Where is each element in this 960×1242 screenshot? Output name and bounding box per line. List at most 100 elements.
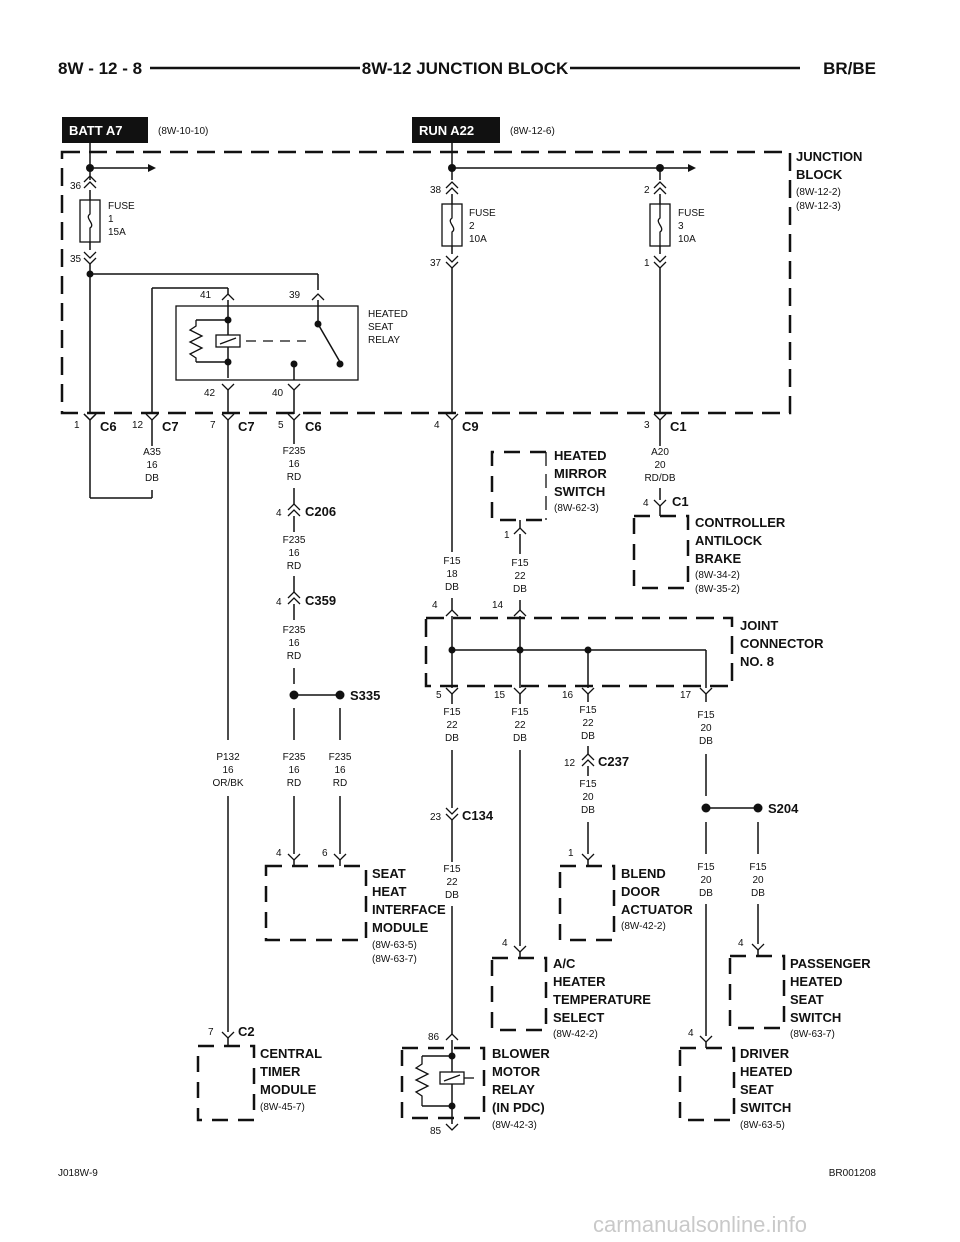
splice-s204-label: S204: [768, 801, 799, 816]
connector-female-icon: [513, 609, 527, 617]
connector-inline-icon: [287, 503, 301, 517]
comp-title: SWITCH: [790, 1010, 841, 1025]
source-batt-a7: BATT A7 (8W-10-10): [62, 117, 208, 143]
conn-pin: 1: [74, 420, 80, 431]
relay-pin-42: 42: [204, 388, 216, 399]
wire-p132: P132 16 OR/BK 7 C2: [208, 420, 255, 1046]
comp-title: SELECT: [553, 1010, 604, 1025]
splice-dot: [448, 1102, 456, 1110]
conn-pin: 7: [208, 1027, 214, 1038]
jb-output-connectors: 1 C6 12 C7 7 C7 5 C6 4 C9 3 C1: [74, 413, 687, 434]
junction-block-title-2: BLOCK: [796, 167, 843, 182]
run-a22-bus: [448, 143, 696, 180]
comp-title: PASSENGER: [790, 956, 871, 971]
wire-label: F235: [283, 535, 306, 546]
connector-inline-icon: [445, 807, 459, 821]
seat-heat-interface-module: SEAT HEAT INTERFACE MODULE (8W-63-5) (8W…: [264, 864, 446, 965]
footer-watermark: carmanualsonline.info: [593, 1212, 807, 1237]
comp-title: BLOWER: [492, 1046, 550, 1061]
comp-ref: (8W-34-2): [695, 570, 740, 581]
comp-title: CONTROLLER: [695, 515, 786, 530]
junction-block-ref-1: (8W-12-2): [796, 187, 841, 198]
comp-title: A/C: [553, 956, 576, 971]
fuse-element-icon: [87, 200, 93, 242]
conn-pin: 4: [434, 420, 440, 431]
comp-title: SEAT: [372, 866, 406, 881]
relay-pin-40: 40: [272, 388, 284, 399]
wire-label: 20: [752, 875, 764, 886]
component-outline: [558, 864, 616, 942]
component-outline: [678, 1046, 736, 1122]
connector-female-icon: [311, 293, 325, 301]
header-model: BR/BE: [823, 59, 876, 78]
connector-male-icon: [83, 413, 97, 421]
comp-title: DRIVER: [740, 1046, 790, 1061]
comp-title: CENTRAL: [260, 1046, 322, 1061]
arrow-right-icon: [148, 164, 156, 172]
wire-label: 16: [288, 765, 300, 776]
joint-pin: 17: [680, 690, 692, 701]
component-outline: [728, 954, 786, 1030]
wire-label: F15: [443, 707, 461, 718]
comp-pin: 4: [738, 938, 744, 949]
conn-name: C134: [462, 808, 494, 823]
conn-name: C7: [162, 419, 179, 434]
comp-title: MIRROR: [554, 466, 607, 481]
relay-pin-39: 39: [289, 290, 301, 301]
comp-ref: (8W-63-7): [372, 954, 417, 965]
wire-label: F15: [749, 862, 767, 873]
wire-label: A20: [651, 447, 669, 458]
connector-male-icon: [287, 383, 301, 391]
controller-antilock-brake: CONTROLLER ANTILOCK BRAKE (8W-34-2) (8W-…: [632, 514, 786, 595]
fuse-3-line-2: 3: [678, 221, 684, 232]
joint-pin: 15: [494, 690, 506, 701]
source-run-box: [412, 117, 500, 143]
conn-name: C6: [100, 419, 117, 434]
wire-label: RD/DB: [644, 473, 675, 484]
header-title: 8W-12 JUNCTION BLOCK: [362, 59, 569, 78]
comp-pin: 4: [502, 938, 508, 949]
relay-label-3: RELAY: [368, 335, 400, 346]
wire-label: DB: [699, 888, 713, 899]
wire-label: A35: [143, 447, 161, 458]
wire-label: 16: [222, 765, 234, 776]
wire-label: F15: [443, 864, 461, 875]
passenger-heated-seat-switch: PASSENGER HEATED SEAT SWITCH (8W-63-7): [728, 954, 871, 1040]
conn-name: C9: [462, 419, 479, 434]
relay-pin-41: 41: [200, 290, 212, 301]
wire-label: RD: [287, 561, 301, 572]
component-outline: [400, 1046, 486, 1120]
wire-a20: A20 20 RD/DB 4 C1: [643, 420, 689, 516]
connector-male-icon: [333, 853, 347, 861]
wire-label: DB: [145, 473, 159, 484]
comp-pin: 85: [430, 1126, 442, 1137]
comp-ref: (8W-63-7): [790, 1029, 835, 1040]
comp-title: HEATER: [553, 974, 606, 989]
comp-pin: 4: [688, 1028, 694, 1039]
comp-pin: 4: [276, 848, 282, 859]
splice-dot: [224, 358, 232, 366]
joint-title: JOINT: [740, 618, 778, 633]
comp-title: MODULE: [260, 1082, 317, 1097]
page-footer: J018W-9 BR001208 carmanualsonline.info: [58, 1168, 876, 1237]
connector-female-icon: [445, 181, 459, 195]
fuse-1-line-3: 15A: [108, 227, 126, 238]
junction-block-ref-2: (8W-12-3): [796, 201, 841, 212]
wire-label: F15: [443, 556, 461, 567]
resistor-icon: [188, 320, 204, 362]
comp-ref: (8W-42-3): [492, 1120, 537, 1131]
conn-name: C7: [238, 419, 255, 434]
connector-male-icon: [513, 687, 527, 695]
connector-male-icon: [445, 413, 459, 421]
blower-motor-relay: 85 BLOWER MOTOR RELAY (IN PDC) (8W-42-3): [400, 1040, 550, 1137]
fuse-3-pin-bottom: 1: [644, 258, 650, 269]
wire-label: F235: [283, 752, 306, 763]
wire-label: F15: [511, 558, 529, 569]
comp-title: ANTILOCK: [695, 533, 763, 548]
wire-label: F15: [697, 862, 715, 873]
comp-title: ACTUATOR: [621, 902, 693, 917]
connector-female-icon: [445, 1033, 459, 1041]
relay-label-2: SEAT: [368, 322, 393, 333]
wire-label: F235: [329, 752, 352, 763]
